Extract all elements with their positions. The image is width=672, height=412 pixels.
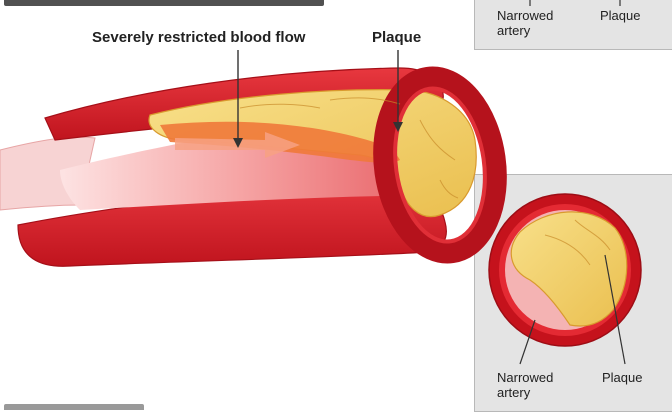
top-plaque-label: Plaque <box>600 8 640 23</box>
cropped-caption <box>0 404 150 410</box>
blood-flow-label: Severely restricted blood flow <box>92 30 305 45</box>
bottom-narrowed-artery-label: Narrowed artery <box>497 370 553 400</box>
top-narrowed-artery-label: Narrowed artery <box>497 8 553 38</box>
cross-section <box>489 194 641 346</box>
bottom-plaque-label: Plaque <box>602 370 642 385</box>
plaque-label: Plaque <box>372 30 421 45</box>
